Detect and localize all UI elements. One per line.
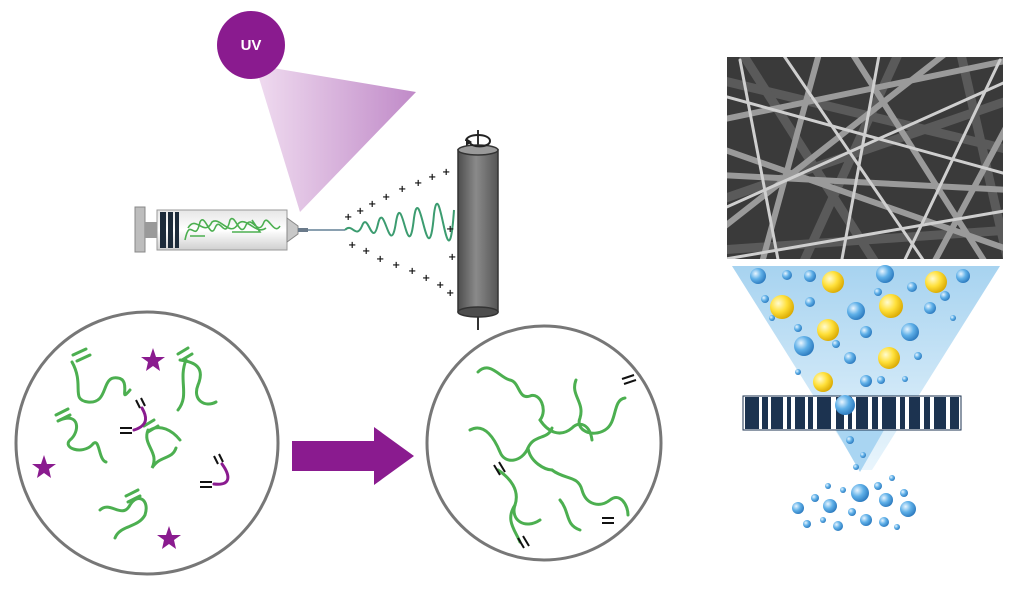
crosslinker-double-bond-icons [120,397,224,488]
polymer-network-crosslinked [468,366,630,544]
charge-markers: + + + + + + + + + + + + + + + + + + [344,167,456,299]
svg-text:+: + [356,206,364,217]
syringe-icon [134,206,345,253]
residual-double-bond-icons [493,374,637,549]
funnel-body [732,266,1000,470]
svg-text:+: + [382,192,390,203]
svg-text:+: + [446,224,454,235]
svg-text:+: + [428,172,436,183]
uv-label: UV [241,37,262,54]
star-icon [32,348,181,549]
crosslinker-chains [132,406,230,486]
filtration-funnel-icon [732,265,1000,531]
polymer-solution [184,217,281,241]
svg-text:+: + [392,260,400,271]
svg-text:+: + [376,254,384,265]
rotation-arrow-icon [465,134,492,148]
svg-text:+: + [368,199,376,210]
fiber-mesh-image [727,57,1003,259]
water-droplets-upstream [750,265,970,415]
svg-text:+: + [398,184,406,195]
uv-lamp-icon: UV [217,11,285,79]
rotating-drum-icon [457,130,499,330]
svg-text:+: + [348,240,356,251]
svg-text:+: + [446,288,454,299]
svg-text:+: + [436,280,444,291]
svg-text:+: + [448,252,456,263]
after-crosslinking-circle [425,324,663,562]
svg-text:+: + [408,266,416,277]
svg-text:+: + [414,178,422,189]
svg-text:+: + [344,212,352,223]
svg-text:+: + [422,273,430,284]
svg-text:+: + [442,167,450,178]
water-droplets-downstream [792,436,916,531]
polymer-chains-before [54,346,218,540]
right-arrow-icon [292,427,414,485]
electrospun-jet [344,202,455,242]
contaminant-particles [770,271,947,392]
uv-beam [255,65,416,212]
svg-text:+: + [362,246,370,257]
